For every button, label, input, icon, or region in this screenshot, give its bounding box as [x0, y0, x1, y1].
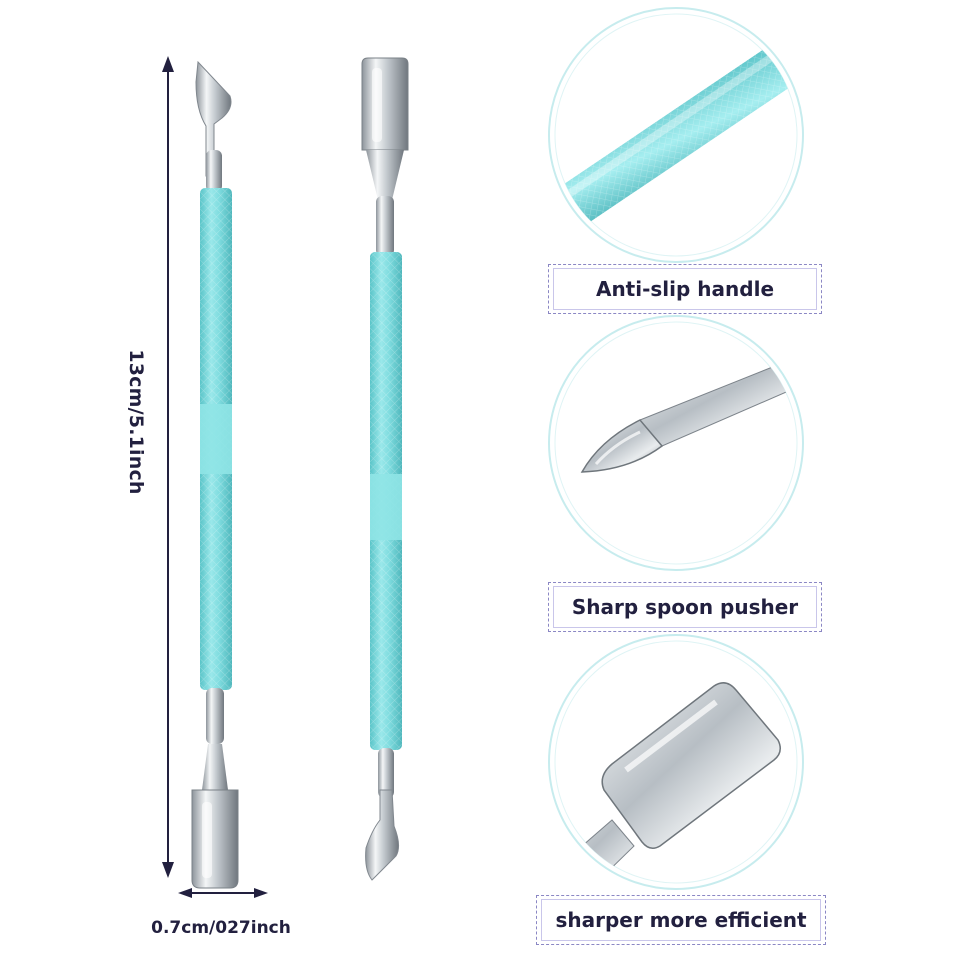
cuticle-pusher-left — [191, 60, 239, 889]
detail-circle-blade — [548, 315, 804, 571]
feature-label-sharper: sharper more efficient — [536, 895, 826, 945]
label-background — [553, 586, 817, 628]
detail-circle-handle — [548, 7, 804, 263]
feature-text: sharper more efficient — [555, 908, 807, 932]
feature-label-anti-slip: Anti-slip handle — [548, 264, 822, 314]
length-dimension-line — [162, 56, 174, 878]
cuticle-pusher-right — [361, 57, 409, 881]
label-frame — [548, 582, 822, 632]
detail-circle-spoon — [548, 634, 804, 890]
label-frame — [548, 264, 822, 314]
width-label: 0.7cm/027inch — [151, 918, 291, 938]
label-frame — [536, 895, 826, 945]
label-background — [553, 268, 817, 310]
width-dimension-line — [178, 888, 268, 898]
feature-label-spoon-pusher: Sharp spoon pusher — [548, 582, 822, 632]
feature-text: Sharp spoon pusher — [571, 595, 799, 619]
label-background — [541, 899, 821, 941]
length-label: 13cm/5.1inch — [125, 349, 147, 495]
feature-text: Anti-slip handle — [595, 277, 775, 301]
